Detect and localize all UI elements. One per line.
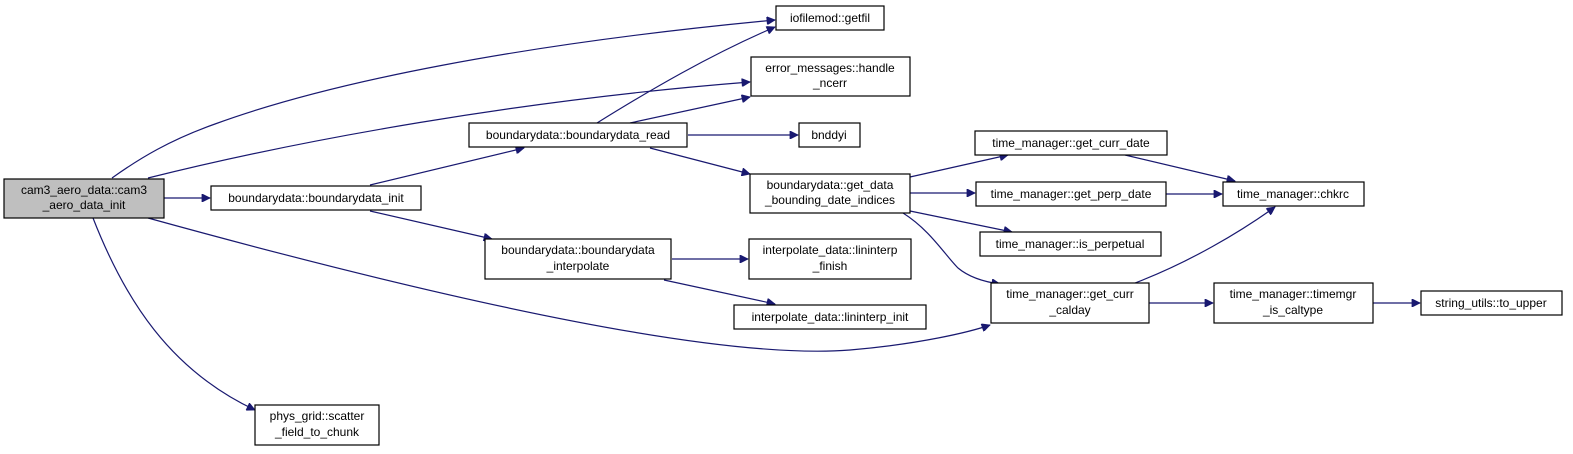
node-string-utils-to-upper[interactable]: string_utils::to_upper: [1420, 290, 1563, 316]
node-label-line1: interpolate_data::lininterp: [763, 243, 898, 257]
node-label-line2: _finish: [812, 259, 848, 273]
node-label-line2: _aero_data_init: [42, 198, 126, 212]
node-get-perp-date[interactable]: time_manager::get_perp_date: [975, 181, 1167, 207]
node-iofilemod-getfil[interactable]: iofilemod::getfil: [775, 5, 885, 31]
node-cam3-aero-data-init[interactable]: cam3_aero_data::cam3 _aero_data_init: [3, 178, 165, 219]
edges: [92, 20, 1420, 410]
node-boundarydata-interpolate[interactable]: boundarydata::boundarydata _interpolate: [484, 238, 672, 280]
nodes: cam3_aero_data::cam3 _aero_data_init bou…: [3, 5, 1563, 446]
node-get-curr-calday[interactable]: time_manager::get_curr _calday: [990, 282, 1150, 324]
node-error-messages-handle-ncerr[interactable]: error_messages::handle _ncerr: [750, 56, 911, 97]
node-get-curr-date[interactable]: time_manager::get_curr_date: [974, 130, 1168, 156]
node-label: boundarydata::boundarydata_read: [486, 128, 670, 142]
node-label-line2: _calday: [1048, 303, 1090, 317]
node-label-line2: _bounding_date_indices: [764, 193, 895, 207]
edge-bdread-getdata: [649, 147, 750, 174]
node-label-line2: _is_caltype: [1262, 303, 1323, 317]
edge-cam3-ncerr: [147, 82, 750, 179]
node-label: time_manager::chkrc: [1237, 187, 1349, 201]
edge-bdread-getfil: [596, 27, 775, 124]
node-label-line2: _field_to_chunk: [274, 425, 360, 439]
node-chkrc[interactable]: time_manager::chkrc: [1222, 181, 1365, 207]
edge-cam3-scatter: [92, 217, 255, 410]
edge-getdata-isperp: [909, 210, 1012, 232]
node-bnddyi[interactable]: bnddyi: [798, 122, 861, 148]
edge-getdata-calday: [902, 212, 1000, 284]
edge-getdata-currdate: [909, 155, 1008, 178]
node-label: boundarydata::boundarydata_init: [228, 191, 404, 205]
node-label: time_manager::get_curr_date: [992, 136, 1150, 150]
edge-currdate-chkrc: [1124, 154, 1235, 181]
node-scatter-field-to-chunk[interactable]: phys_grid::scatter _field_to_chunk: [254, 404, 380, 446]
node-lininterp-init[interactable]: interpolate_data::lininterp_init: [733, 304, 927, 330]
edge-bdinit-bdread: [369, 148, 524, 186]
node-label-line2: _interpolate: [546, 259, 610, 273]
edge-calday-chkrc: [1134, 207, 1275, 284]
edge-bdinterp-lininit: [663, 279, 775, 304]
node-label: string_utils::to_upper: [1435, 296, 1546, 310]
node-label: time_manager::is_perpetual: [996, 237, 1145, 251]
node-label-line1: cam3_aero_data::cam3: [21, 183, 147, 197]
node-lininterp-finish[interactable]: interpolate_data::lininterp _finish: [748, 238, 912, 280]
node-label-line1: error_messages::handle: [765, 61, 895, 75]
node-label-line2: _ncerr: [812, 76, 847, 90]
edge-cam3-getfil: [111, 20, 775, 179]
node-label: interpolate_data::lininterp_init: [752, 310, 909, 324]
node-timemgr-is-caltype[interactable]: time_manager::timemgr _is_caltype: [1213, 282, 1374, 324]
node-label-line1: phys_grid::scatter: [270, 409, 365, 423]
edge-bdinit-bdinterp: [369, 210, 492, 239]
edge-cam3-calday: [147, 217, 990, 352]
node-label: time_manager::get_perp_date: [991, 187, 1152, 201]
node-boundarydata-init[interactable]: boundarydata::boundarydata_init: [210, 185, 422, 211]
node-get-data-bounding-date-indices[interactable]: boundarydata::get_data _bounding_date_in…: [749, 173, 911, 214]
node-boundarydata-read[interactable]: boundarydata::boundarydata_read: [468, 122, 688, 148]
node-label-line1: boundarydata::boundarydata: [501, 243, 655, 257]
edge-bdread-ncerr: [629, 97, 750, 124]
node-label-line1: boundarydata::get_data: [767, 178, 894, 192]
node-label: bnddyi: [811, 128, 846, 142]
node-label: iofilemod::getfil: [790, 11, 870, 25]
node-is-perpetual[interactable]: time_manager::is_perpetual: [979, 231, 1162, 257]
node-label-line1: time_manager::timemgr: [1230, 287, 1357, 301]
node-label-line1: time_manager::get_curr: [1006, 287, 1133, 301]
